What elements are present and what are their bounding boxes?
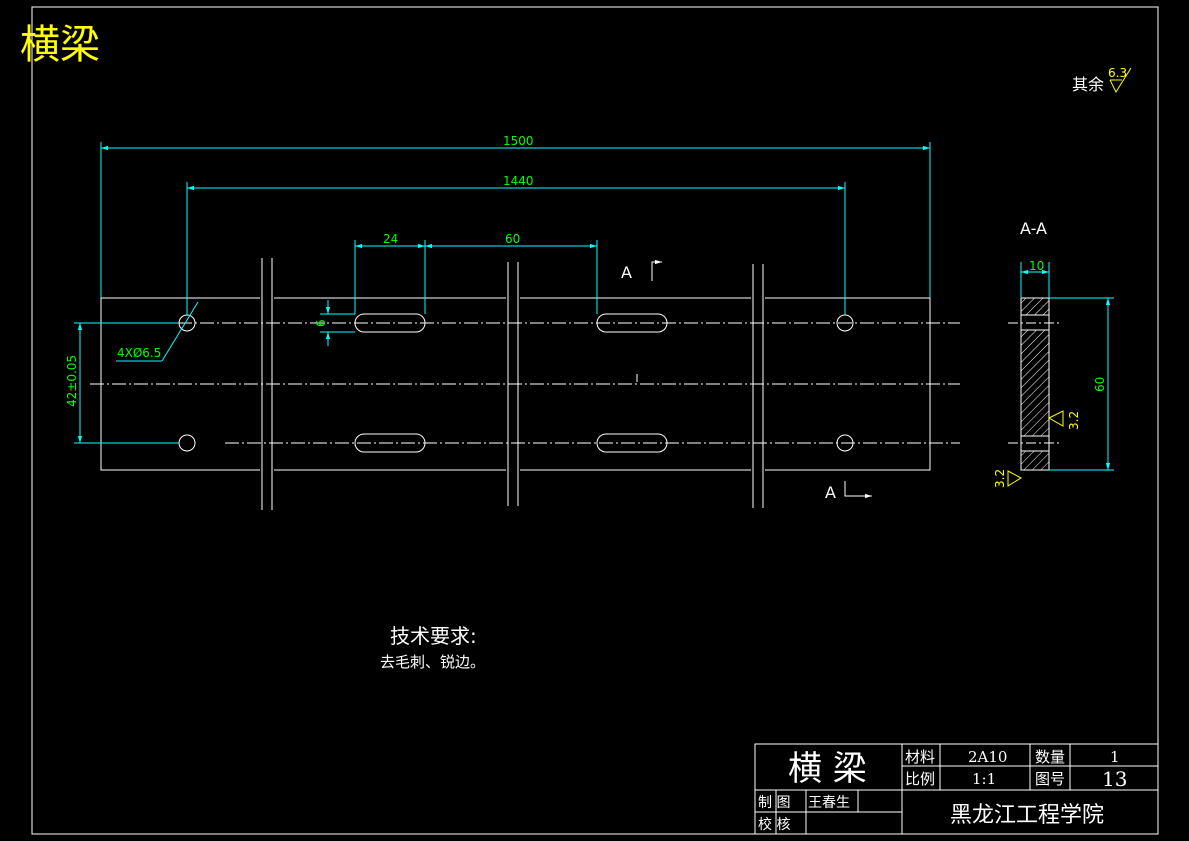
part-name: 横 梁 bbox=[788, 749, 867, 789]
quantity-value: 1 bbox=[1110, 748, 1120, 766]
drawing-no-label: 图号 bbox=[1035, 770, 1065, 788]
surface-roughness-note: 其余 6.3 bbox=[1072, 66, 1132, 94]
roughness-side: 3.2 bbox=[1067, 411, 1081, 430]
section-dimensions bbox=[1020, 262, 1114, 471]
section-cut-label-top: A bbox=[621, 263, 632, 282]
material-value: 2A10 bbox=[968, 748, 1007, 766]
surface-note-label: 其余 bbox=[1072, 75, 1104, 94]
drawn-label: 制 图 bbox=[758, 795, 790, 811]
material-label: 材料 bbox=[905, 748, 935, 766]
roughness-bottom: 3.2 bbox=[993, 469, 1007, 488]
title-block bbox=[754, 743, 1159, 835]
center-lines bbox=[90, 322, 960, 444]
hole bbox=[178, 434, 196, 452]
drawing-no-value: 13 bbox=[1102, 767, 1127, 791]
section-cut-markers bbox=[651, 259, 872, 499]
dim-section-thickness: 10 bbox=[1029, 259, 1044, 273]
dim-slot-length: 24 bbox=[383, 232, 398, 246]
dim-slot-width: 6 bbox=[314, 319, 328, 327]
scale-label: 比例 bbox=[905, 770, 935, 788]
scale-value: 1:1 bbox=[972, 770, 996, 788]
main-view bbox=[90, 258, 960, 510]
drawn-value: 王春生 bbox=[808, 795, 850, 811]
section-view-label: A-A bbox=[1020, 219, 1047, 238]
page-title: 横梁 bbox=[20, 22, 100, 68]
dim-section-height: 60 bbox=[1093, 377, 1107, 392]
dim-overall-length: 1500 bbox=[503, 134, 534, 148]
section-cut-label-bottom: A bbox=[825, 483, 836, 502]
dim-hole-callout: 4XØ6.5 bbox=[117, 346, 161, 360]
dim-hole-span: 1440 bbox=[503, 174, 534, 188]
surface-note-value: 6.3 bbox=[1108, 66, 1127, 80]
institution: 黑龙江工程学院 bbox=[950, 803, 1104, 828]
quantity-label: 数量 bbox=[1035, 748, 1065, 766]
roughness-symbol-icon bbox=[1109, 67, 1132, 94]
section-view bbox=[1008, 297, 1062, 471]
dimensions bbox=[74, 142, 931, 444]
dim-hole-spacing: 42±0.05 bbox=[65, 355, 79, 407]
tech-req-heading: 技术要求: bbox=[390, 624, 477, 648]
drawing-border bbox=[31, 6, 1159, 835]
tech-req-body: 去毛刺、锐边。 bbox=[380, 653, 485, 671]
dim-slot-pitch: 60 bbox=[505, 232, 520, 246]
checked-label: 校 核 bbox=[758, 816, 790, 833]
roughness-symbol-icon bbox=[1007, 410, 1064, 487]
